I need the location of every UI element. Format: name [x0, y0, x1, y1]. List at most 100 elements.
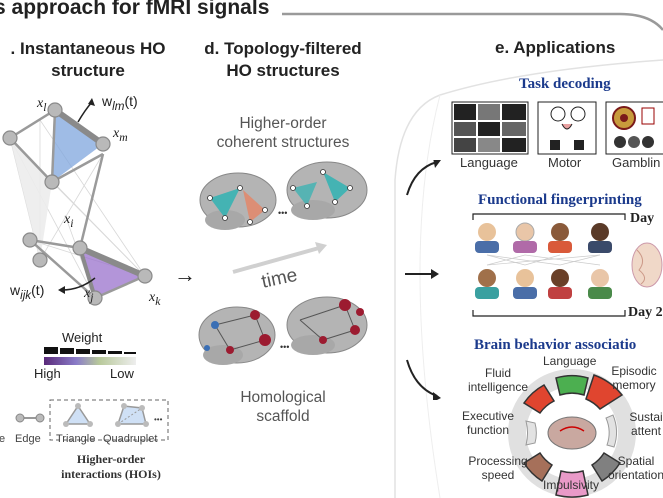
- weight-legend: [44, 347, 136, 365]
- task-label-motor: Motor: [548, 155, 582, 170]
- task-decoding-title: Task decoding: [519, 76, 611, 92]
- top-label-line2: coherent structures: [216, 134, 350, 151]
- arrow-down: [406, 359, 438, 397]
- arrow-c-to-d: →: [174, 262, 196, 287]
- legend-edge-node: [15, 413, 25, 423]
- legend-edge-node: [35, 413, 45, 423]
- bar-language: [555, 374, 589, 396]
- fingerprinting-figure: [472, 213, 663, 317]
- bb-sustained-line1: Sustai: [629, 410, 663, 424]
- hoi-legend: [15, 399, 169, 441]
- w-lm-arrow: [77, 101, 93, 123]
- legend-more-label: •••: [154, 415, 163, 424]
- panel-e-title: e. Applications: [495, 38, 616, 57]
- bb-processing-line1: Processing: [468, 454, 528, 468]
- node-xk: [137, 268, 153, 284]
- edges: [9, 108, 146, 300]
- legend-triangle-label: Triangle: [56, 433, 96, 445]
- label-xj: xj: [84, 286, 94, 304]
- weight-low-label: Low: [110, 366, 134, 381]
- bb-episodic-line1: Episodic: [611, 364, 657, 378]
- node: [22, 232, 38, 248]
- motor-image: [537, 101, 597, 155]
- ellipsis-top: •••: [278, 208, 288, 218]
- node-xi: [72, 240, 88, 256]
- node-xl: [47, 102, 63, 118]
- label-w-ijk: wijk(t): [10, 282, 45, 302]
- task-label-language: Language: [460, 155, 518, 170]
- faces-day1: [475, 222, 612, 253]
- label-w-lm: wlm(t): [102, 93, 138, 113]
- task-images: [451, 101, 663, 155]
- arrow-up: [406, 161, 438, 196]
- bb-processing-line2: speed: [481, 468, 515, 482]
- brain-top-left: [199, 172, 277, 230]
- node-xm: [95, 136, 111, 152]
- brain-fingerprint: [631, 242, 663, 288]
- brain-bottom-left: [198, 306, 276, 365]
- top-label-line1: Higher-order: [239, 115, 327, 132]
- legend-quadruplet-label: Quadruplet: [103, 433, 158, 445]
- ellipsis-bottom: •••: [280, 342, 290, 352]
- bar-executive: [525, 420, 537, 446]
- bar-processing: [522, 451, 554, 483]
- brain-bottom-right: [286, 296, 368, 355]
- hypergraph-diagram: [2, 98, 153, 306]
- legend-node-label: e: [0, 433, 6, 445]
- label-xm: xm: [113, 126, 128, 144]
- weight-high-label: High: [34, 366, 61, 381]
- panel-d-title: d. Topology-filtered HO structures: [188, 38, 378, 82]
- hoi-label-line1: Higher-order: [76, 452, 146, 466]
- center-brain: [547, 416, 597, 450]
- node-xj: [87, 290, 103, 306]
- fingerprinting-title: Functional fingerprinting: [478, 192, 642, 208]
- top-structures-label: Higher-order coherent structures: [198, 114, 368, 152]
- hoi-dashed-box: [49, 399, 169, 441]
- bb-sustained-line2: attent: [630, 424, 662, 438]
- brain-panels: [198, 161, 368, 365]
- faces-day2: [475, 269, 612, 299]
- arrow-down-head: [433, 392, 441, 400]
- time-arrow-line: [232, 246, 320, 274]
- arrows-to-applications: [405, 160, 441, 400]
- panel-c-title: . Instantaneous HO structure: [0, 38, 178, 82]
- language-image: [451, 101, 529, 155]
- label-xk: xk: [149, 290, 161, 308]
- label-xi: xi: [64, 212, 74, 230]
- thick-edge-lm: [53, 107, 105, 147]
- gray-face: [10, 138, 52, 260]
- banner-title: s approach for fMRI signals: [0, 0, 270, 19]
- arrow-middle-head: [431, 269, 439, 279]
- bb-fluid-line2: intelligence: [467, 380, 529, 394]
- nodes: [2, 102, 153, 306]
- bb-executive-line2: function: [466, 423, 510, 437]
- bb-spatial-line2: orientation: [607, 468, 663, 482]
- w-lm-arrowhead: [88, 98, 95, 106]
- gambling-image: [605, 101, 663, 155]
- legend-edge-label: Edge: [15, 433, 41, 445]
- brain-behavior-title: Brain behavior associatio: [474, 337, 637, 353]
- thick-edge-ik: [78, 245, 147, 279]
- bar-sustained: [605, 414, 617, 448]
- time-arrowhead: [315, 242, 327, 254]
- edge-ij: [78, 247, 97, 299]
- bb-executive-line1: Executive: [461, 409, 515, 423]
- panel-e-backdrop: [394, 59, 663, 498]
- panel-d-title-line2: HO structures: [226, 61, 340, 80]
- label-xl: xl: [37, 96, 47, 114]
- brain-behavior-radial: [508, 369, 636, 498]
- arrow-up-head: [433, 160, 441, 168]
- matching-lines: [486, 254, 601, 266]
- task-label-gambling: Gamblin: [612, 155, 661, 170]
- brain-top-right: [286, 161, 368, 220]
- day1-label: Day: [630, 211, 655, 226]
- bb-fluid-line1: Fluid: [484, 366, 511, 380]
- w-ijk-arrowhead: [58, 286, 65, 294]
- bar-spatial: [590, 451, 622, 483]
- node: [2, 130, 18, 146]
